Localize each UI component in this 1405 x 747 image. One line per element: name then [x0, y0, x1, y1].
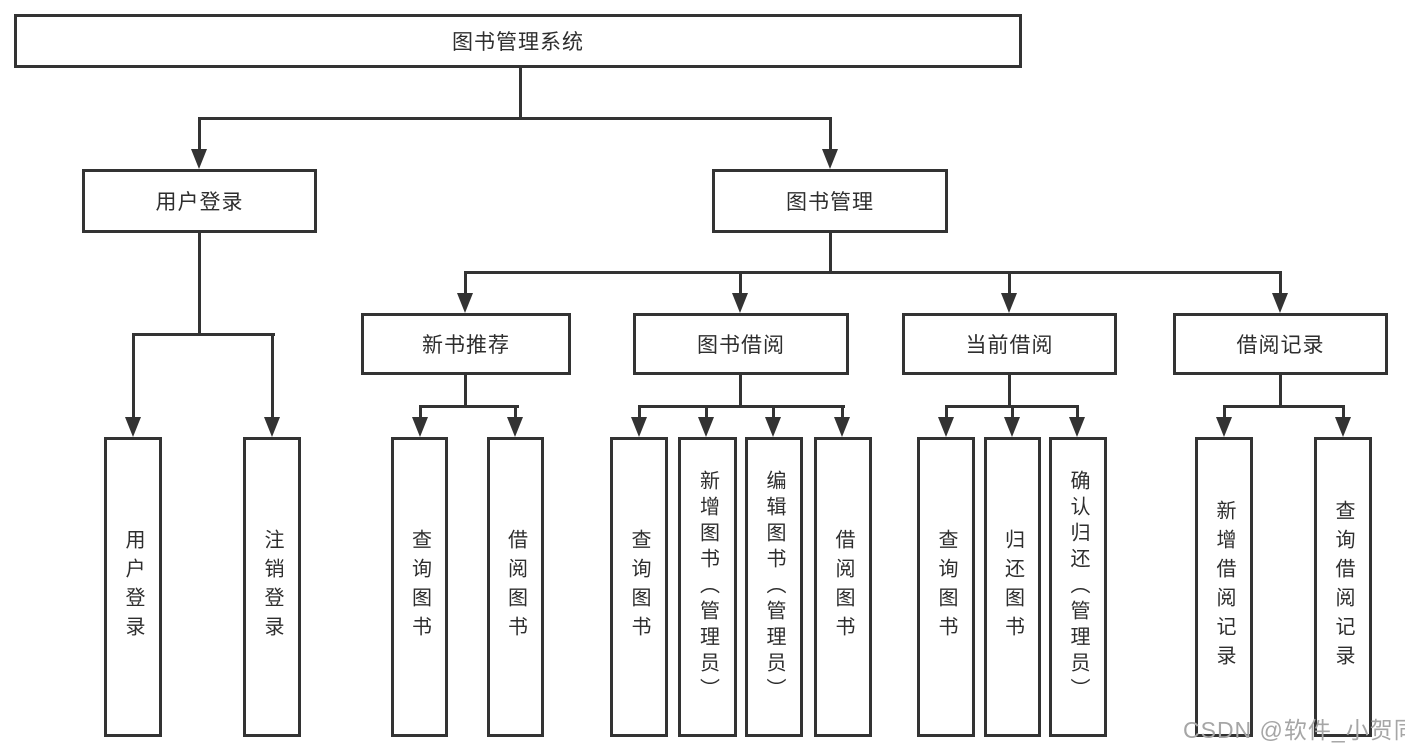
connector-line: [1223, 405, 1226, 417]
node-library-management-system: 图书管理系统: [14, 14, 1022, 68]
connector-line: [829, 231, 832, 274]
node-return-books: 归还图书: [984, 437, 1041, 737]
connector-line: [464, 271, 467, 293]
arrow-down-icon: [264, 417, 280, 437]
arrow-down-icon: [507, 417, 523, 437]
node-label: 新增借阅记录: [1213, 500, 1235, 674]
connector-line: [464, 271, 1282, 274]
node-label: 图书管理系统: [452, 31, 584, 54]
node-add-books-admin: 新增图书（管理员）: [678, 437, 737, 737]
node-label: 借阅记录: [1236, 334, 1325, 357]
arrow-down-icon: [1001, 293, 1017, 313]
connector-line: [945, 405, 948, 417]
node-label: 借阅图书: [832, 529, 854, 645]
node-query-books-current: 查询图书: [917, 437, 975, 737]
connector-line: [132, 333, 135, 417]
connector-line: [1008, 373, 1011, 407]
node-edit-books-admin: 编辑图书（管理员）: [745, 437, 803, 737]
node-label: 查询图书: [408, 529, 431, 645]
arrow-down-icon: [765, 417, 781, 437]
connector-line: [1223, 405, 1344, 408]
node-label: 注销登录: [261, 529, 283, 645]
node-borrow-books-recommend: 借阅图书: [487, 437, 544, 737]
node-query-books-borrow: 查询图书: [610, 437, 668, 737]
connector-line: [1279, 373, 1282, 407]
connector-line: [739, 373, 742, 407]
node-label: 当前借阅: [965, 334, 1054, 357]
node-label: 查询图书: [628, 529, 650, 645]
node-borrowing-records: 借阅记录: [1173, 313, 1388, 375]
connector-line: [198, 117, 832, 120]
node-label: 新增图书（管理员）: [696, 470, 719, 704]
arrow-down-icon: [732, 293, 748, 313]
connector-line: [1342, 405, 1345, 417]
connector-line: [271, 333, 274, 417]
connector-line: [464, 373, 467, 407]
connector-line: [841, 405, 844, 417]
arrow-down-icon: [698, 417, 714, 437]
connector-line: [829, 117, 832, 149]
connector-line: [198, 117, 201, 149]
connector-line: [419, 405, 519, 408]
connector-line: [514, 405, 517, 417]
arrow-down-icon: [1069, 417, 1085, 437]
node-current-borrowing: 当前借阅: [902, 313, 1117, 375]
node-user-login: 用户登录: [104, 437, 162, 737]
node-confirm-return-admin: 确认归还（管理员）: [1049, 437, 1107, 737]
arrow-down-icon: [834, 417, 850, 437]
node-label: 归还图书: [1001, 529, 1024, 645]
arrow-down-icon: [1004, 417, 1020, 437]
node-label: 新书推荐: [422, 334, 510, 357]
connector-line: [198, 231, 201, 335]
node-label: 查询借阅记录: [1332, 500, 1354, 674]
connector-line: [638, 405, 845, 408]
connector-line: [519, 66, 522, 118]
arrow-down-icon: [125, 417, 141, 437]
arrow-down-icon: [1272, 293, 1288, 313]
connector-line: [1076, 405, 1079, 417]
connector-line: [772, 405, 775, 417]
node-add-borrow-record: 新增借阅记录: [1195, 437, 1253, 737]
connector-line: [1279, 271, 1282, 293]
node-label: 用户登录: [122, 529, 144, 645]
node-label: 确认归还（管理员）: [1067, 470, 1089, 704]
arrow-down-icon: [191, 149, 207, 169]
node-book-borrowing: 图书借阅: [633, 313, 849, 375]
connector-line: [705, 405, 708, 417]
node-query-borrow-record: 查询借阅记录: [1314, 437, 1372, 737]
watermark-text: CSDN @软件_小贺同学: [1183, 717, 1405, 743]
arrow-down-icon: [822, 149, 838, 169]
node-borrow-books: 借阅图书: [814, 437, 872, 737]
node-query-books-recommend: 查询图书: [391, 437, 448, 737]
connector-line: [739, 271, 742, 293]
connector-line: [1008, 271, 1011, 293]
connector-line: [132, 333, 275, 336]
connector-line: [1011, 405, 1014, 417]
node-label: 图书借阅: [697, 334, 785, 357]
arrow-down-icon: [1335, 417, 1351, 437]
node-label: 用户登录: [155, 191, 244, 214]
arrow-down-icon: [457, 293, 473, 313]
node-label: 查询图书: [935, 529, 957, 645]
node-book-management-branch: 图书管理: [712, 169, 948, 233]
arrow-down-icon: [631, 417, 647, 437]
node-label: 编辑图书（管理员）: [763, 470, 785, 704]
node-logout: 注销登录: [243, 437, 301, 737]
node-new-book-recommend: 新书推荐: [361, 313, 571, 375]
arrow-down-icon: [1216, 417, 1232, 437]
node-label: 借阅图书: [504, 529, 527, 645]
connector-line: [638, 405, 641, 417]
node-user-login-branch: 用户登录: [82, 169, 317, 233]
node-label: 图书管理: [786, 191, 874, 214]
arrow-down-icon: [938, 417, 954, 437]
connector-line: [419, 405, 422, 417]
arrow-down-icon: [412, 417, 428, 437]
